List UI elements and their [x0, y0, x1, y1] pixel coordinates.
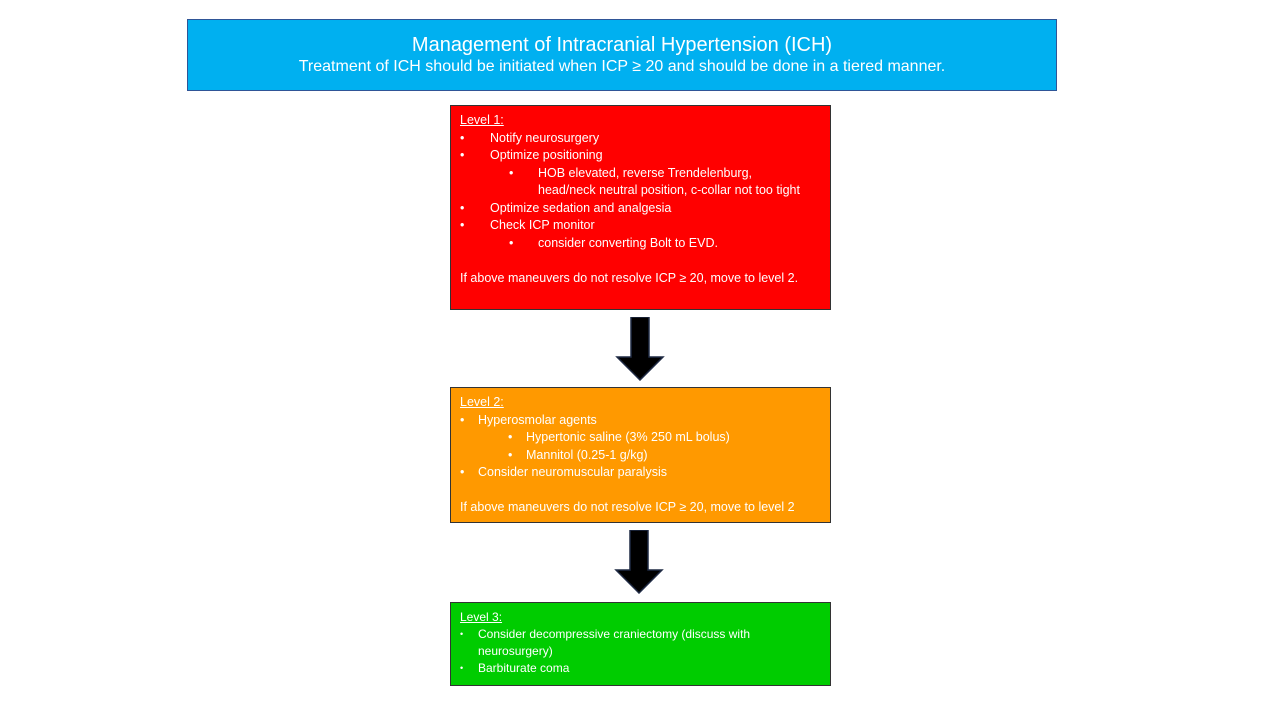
list-item: • Consider neuromuscular paralysis [460, 464, 821, 482]
list-item-text: HOB elevated, reverse Trendelenburg, hea… [538, 165, 800, 198]
level-1-footer: If above maneuvers do not resolve ICP ≥ … [460, 270, 799, 285]
level-2-box: Level 2: • Hyperosmolar agents • Hyperto… [450, 387, 831, 523]
bullet-icon: • [460, 130, 465, 145]
list-item-text: Check ICP monitor [490, 218, 595, 232]
list-item-text: consider converting Bolt to EVD. [538, 235, 718, 250]
bullet-icon: • [460, 412, 465, 427]
list-item-text: Hypertonic saline (3% 250 mL bolus) [526, 430, 730, 444]
list-item: • Check ICP monitor [460, 217, 821, 235]
bullet-icon: • [460, 200, 465, 215]
list-item: • HOB elevated, reverse Trendelenburg, h… [460, 165, 821, 200]
bullet-icon: • [460, 465, 465, 479]
diagram-title: Management of Intracranial Hypertension … [411, 34, 833, 56]
list-item: • Barbiturate coma [460, 660, 821, 677]
bullet-icon: • [508, 447, 513, 462]
list-item: • Consider decompressive craniectomy (di… [460, 626, 821, 660]
title-banner: Management of Intracranial Hypertension … [187, 19, 1057, 91]
level-2-footer: If above maneuvers do not resolve ICP ≥ … [460, 500, 795, 514]
list-item-text: Barbiturate coma [478, 661, 570, 675]
level-3-box: Level 3: • Consider decompressive cranie… [450, 602, 831, 686]
list-item: • Notify neurosurgery [460, 130, 821, 148]
list-item: • Hyperosmolar agents [460, 412, 821, 430]
bullet-icon: • [460, 663, 464, 673]
bullet-icon: • [460, 218, 465, 232]
list-item: • Hypertonic saline (3% 250 mL bolus) [460, 429, 821, 447]
level-1-heading: Level 1: [460, 113, 504, 127]
bullet-icon: • [509, 235, 514, 250]
list-item: • Mannitol (0.25-1 g/kg) [460, 447, 821, 465]
bullet-icon: • [508, 430, 513, 444]
list-item-text: Optimize positioning [490, 148, 603, 162]
list-item-text: Optimize sedation and analgesia [490, 200, 672, 215]
list-item: • Optimize positioning [460, 147, 821, 165]
list-item-text: Hyperosmolar agents [478, 412, 597, 427]
diagram-subtitle: Treatment of ICH should be initiated whe… [298, 58, 946, 75]
bullet-icon: • [460, 148, 465, 162]
list-item: • consider converting Bolt to EVD. [460, 235, 821, 253]
list-item-text: Consider decompressive craniectomy (disc… [478, 627, 751, 658]
list-item-text: Consider neuromuscular paralysis [478, 465, 667, 479]
bullet-icon: • [509, 165, 514, 180]
list-item: • Optimize sedation and analgesia [460, 200, 821, 218]
level-3-heading: Level 3: [460, 610, 503, 624]
bullet-icon: • [460, 629, 464, 639]
list-item-text: Mannitol (0.25-1 g/kg) [526, 447, 648, 462]
level-2-heading: Level 2: [460, 395, 504, 409]
arrow-down-icon [614, 530, 664, 594]
arrow-down-icon [615, 317, 665, 381]
level-1-box: Level 1: • Notify neurosurgery • Optimiz… [450, 105, 831, 310]
list-item-text: Notify neurosurgery [490, 130, 600, 145]
